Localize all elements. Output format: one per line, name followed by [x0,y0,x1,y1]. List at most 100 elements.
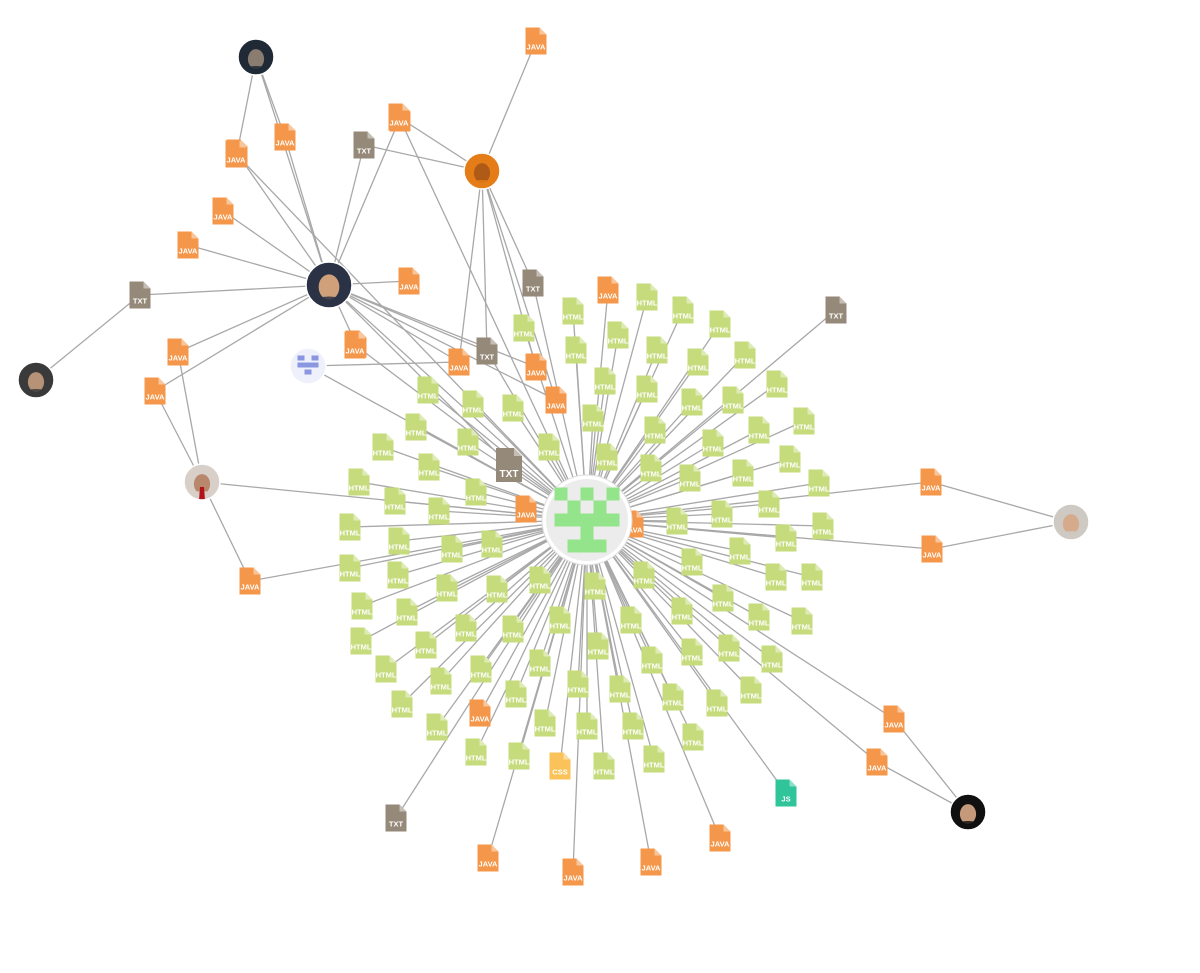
file-java-icon[interactable]: JAVA [477,844,499,872]
file-html-icon[interactable]: HTML [505,680,527,708]
file-html-icon[interactable]: HTML [775,524,797,552]
user-avatar[interactable] [237,38,275,82]
file-java-icon[interactable]: JAVA [709,824,731,852]
file-html-icon[interactable]: HTML [732,459,754,487]
file-html-icon[interactable]: HTML [486,575,508,603]
file-html-icon[interactable]: HTML [441,535,463,563]
user-avatar[interactable] [1052,503,1090,547]
file-html-icon[interactable]: HTML [702,429,724,457]
file-java-icon[interactable]: JAVA [597,276,619,304]
file-txt-icon[interactable]: TXT [353,131,375,159]
file-html-icon[interactable]: HTML [457,428,479,456]
file-txt-icon[interactable]: TXT [385,804,407,832]
file-html-icon[interactable]: HTML [722,386,744,414]
file-java-icon[interactable]: JAVA [562,858,584,886]
file-html-icon[interactable]: HTML [801,563,823,591]
file-html-icon[interactable]: HTML [636,375,658,403]
file-html-icon[interactable]: HTML [502,615,524,643]
file-html-icon[interactable]: HTML [636,283,658,311]
file-txt-icon[interactable]: TXT [496,448,522,482]
file-html-icon[interactable]: HTML [748,416,770,444]
file-html-icon[interactable]: HTML [348,468,370,496]
file-html-icon[interactable]: HTML [549,606,571,634]
file-java-icon[interactable]: JAVA [177,231,199,259]
file-html-icon[interactable]: HTML [513,314,535,342]
file-html-icon[interactable]: HTML [729,537,751,565]
file-java-icon[interactable]: JAVA [525,27,547,55]
file-html-icon[interactable]: HTML [436,574,458,602]
file-html-icon[interactable]: HTML [396,598,418,626]
file-java-icon[interactable]: JAVA [883,705,905,733]
file-html-icon[interactable]: HTML [766,370,788,398]
file-html-icon[interactable]: HTML [682,723,704,751]
file-html-icon[interactable]: HTML [426,713,448,741]
file-html-icon[interactable]: HTML [417,376,439,404]
file-java-icon[interactable]: JAVA [920,468,942,496]
file-html-icon[interactable]: HTML [388,527,410,555]
file-html-icon[interactable]: HTML [593,752,615,780]
file-html-icon[interactable]: HTML [387,561,409,589]
file-html-icon[interactable]: HTML [529,566,551,594]
contributor-identicon[interactable] [289,347,327,385]
user-avatar[interactable] [463,152,501,196]
file-txt-icon[interactable]: TXT [522,269,544,297]
file-html-icon[interactable]: HTML [375,655,397,683]
file-html-icon[interactable]: HTML [646,336,668,364]
file-html-icon[interactable]: HTML [706,689,728,717]
file-html-icon[interactable]: HTML [567,670,589,698]
file-html-icon[interactable]: HTML [640,454,662,482]
file-java-icon[interactable]: JAVA [239,567,261,595]
file-java-icon[interactable]: JAVA [921,535,943,563]
file-html-icon[interactable]: HTML [584,572,606,600]
file-html-icon[interactable]: HTML [455,614,477,642]
file-java-icon[interactable]: JAVA [866,748,888,776]
file-html-icon[interactable]: HTML [470,655,492,683]
file-html-icon[interactable]: HTML [508,742,530,770]
file-html-icon[interactable]: HTML [372,433,394,461]
file-html-icon[interactable]: HTML [430,667,452,695]
file-html-icon[interactable]: HTML [391,690,413,718]
file-java-icon[interactable]: JAVA [388,103,410,131]
file-java-icon[interactable]: JAVA [344,331,366,359]
file-html-icon[interactable]: HTML [576,712,598,740]
user-avatar[interactable] [305,261,353,317]
file-html-icon[interactable]: HTML [339,554,361,582]
file-java-icon[interactable]: JAVA [167,338,189,366]
file-html-icon[interactable]: HTML [607,321,629,349]
file-java-icon[interactable]: JAVA [274,123,296,151]
file-html-icon[interactable]: HTML [609,675,631,703]
file-js-icon[interactable]: JS [775,779,797,807]
file-html-icon[interactable]: HTML [666,507,688,535]
file-txt-icon[interactable]: TXT [825,296,847,324]
file-html-icon[interactable]: HTML [596,443,618,471]
file-html-icon[interactable]: HTML [791,607,813,635]
file-html-icon[interactable]: HTML [644,416,666,444]
file-html-icon[interactable]: HTML [534,709,556,737]
file-html-icon[interactable]: HTML [594,367,616,395]
file-html-icon[interactable]: HTML [765,563,787,591]
file-html-icon[interactable]: HTML [620,606,642,634]
file-html-icon[interactable]: HTML [711,500,733,528]
repository-identicon[interactable] [541,474,633,566]
file-html-icon[interactable]: HTML [681,548,703,576]
file-java-icon[interactable]: JAVA [515,495,537,523]
file-html-icon[interactable]: HTML [582,404,604,432]
file-html-icon[interactable]: HTML [643,745,665,773]
file-html-icon[interactable]: HTML [384,487,406,515]
file-html-icon[interactable]: HTML [712,584,734,612]
file-html-icon[interactable]: HTML [418,453,440,481]
file-java-icon[interactable]: JAVA [640,848,662,876]
file-java-icon[interactable]: JAVA [144,377,166,405]
file-html-icon[interactable]: HTML [681,388,703,416]
file-java-icon[interactable]: JAVA [212,197,234,225]
file-html-icon[interactable]: HTML [758,490,780,518]
file-txt-icon[interactable]: TXT [129,281,151,309]
file-html-icon[interactable]: HTML [681,638,703,666]
file-html-icon[interactable]: HTML [672,296,694,324]
file-html-icon[interactable]: HTML [405,413,427,441]
user-avatar[interactable] [183,463,221,507]
file-html-icon[interactable]: HTML [538,433,560,461]
file-html-icon[interactable]: HTML [622,712,644,740]
file-html-icon[interactable]: HTML [587,632,609,660]
file-java-icon[interactable]: JAVA [225,140,247,168]
